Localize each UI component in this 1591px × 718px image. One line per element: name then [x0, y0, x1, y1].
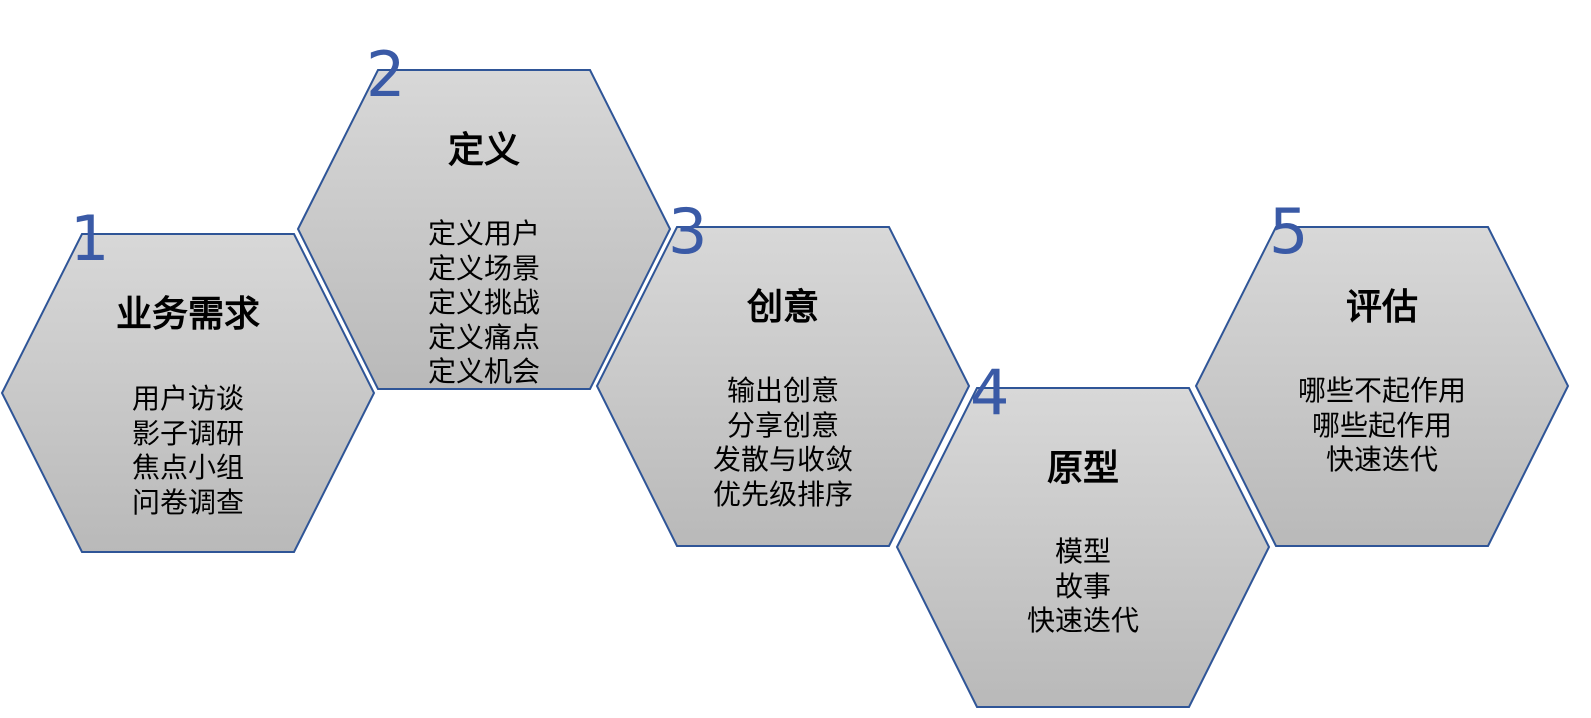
stage-5-hexagon: 5 评估 哪些不起作用 哪些起作用 快速迭代 — [1194, 195, 1570, 547]
stage-3-title: 创意 — [747, 287, 819, 328]
stage-2-item-2: 定义场景 — [428, 252, 540, 285]
stage-2-title: 定义 — [448, 130, 520, 171]
stage-3-item-3: 发散与收敛 — [713, 443, 853, 476]
stage-1-title: 业务需求 — [116, 294, 260, 335]
stage-3-shape — [595, 226, 971, 547]
stage-4-hexagon: 4 原型 模型 故事 快速迭代 — [895, 356, 1271, 708]
stage-5-item-1: 哪些不起作用 — [1298, 374, 1466, 407]
stage-1-item-4: 问卷调查 — [132, 486, 244, 519]
stage-3-hexagon: 3 创意 输出创意 分享创意 发散与收敛 优先级排序 — [595, 195, 971, 547]
stage-1-item-2: 影子调研 — [132, 417, 244, 450]
stage-1-hexagon: 1 业务需求 用户访谈 影子调研 焦点小组 问卷调查 — [0, 202, 376, 553]
stage-3-item-4: 优先级排序 — [713, 478, 853, 511]
stage-3-number: 3 — [668, 195, 707, 268]
stage-4-item-1: 模型 — [1055, 535, 1111, 568]
stage-4-item-3: 快速迭代 — [1027, 604, 1139, 637]
stage-1-item-3: 焦点小组 — [132, 451, 244, 484]
stage-4-title: 原型 — [1047, 448, 1119, 489]
stage-1-item-1: 用户访谈 — [132, 382, 244, 415]
stage-2-hexagon: 2 定义 定义用户 定义场景 定义挑战 定义痛点 定义机会 — [296, 38, 672, 390]
stage-3-item-2: 分享创意 — [727, 409, 839, 442]
stage-5-item-2: 哪些起作用 — [1312, 409, 1452, 442]
stage-2-number: 2 — [366, 38, 405, 111]
stage-2-item-4: 定义痛点 — [428, 321, 540, 354]
stage-4-shape — [895, 387, 1271, 708]
stage-2-shape — [296, 69, 672, 390]
stage-1-number: 1 — [70, 202, 109, 275]
stage-4-number: 4 — [970, 356, 1009, 429]
stage-4-item-2: 故事 — [1055, 570, 1111, 603]
stage-5-number: 5 — [1269, 195, 1308, 268]
stage-2-item-3: 定义挑战 — [428, 286, 540, 319]
stage-3-item-1: 输出创意 — [727, 374, 839, 407]
stage-5-item-3: 快速迭代 — [1326, 443, 1438, 476]
stage-1-shape — [0, 233, 376, 553]
stage-2-item-5: 定义机会 — [428, 355, 540, 388]
stage-5-title: 评估 — [1346, 287, 1418, 328]
stage-2-item-1: 定义用户 — [428, 217, 540, 250]
stage-5-shape — [1194, 226, 1570, 547]
